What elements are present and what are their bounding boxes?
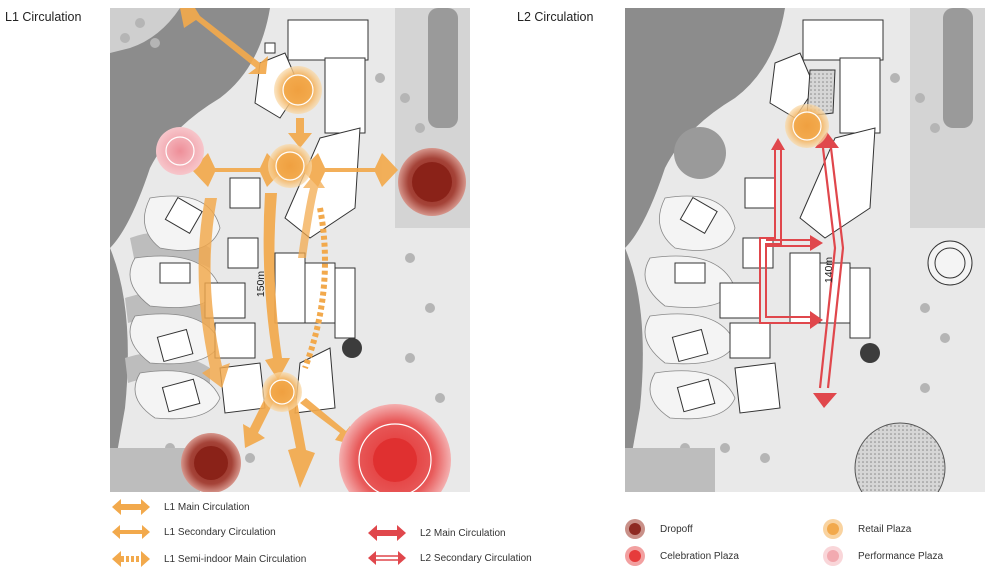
retail-circle-icon: [823, 519, 843, 539]
legend-dropoff-label: Dropoff: [660, 523, 693, 535]
l2-dimension-label: 140m: [823, 256, 836, 284]
water-area: [110, 8, 270, 248]
legend-l2-secondary: L2 Secondary Circulation: [368, 551, 532, 565]
legend-celebration-plaza: Celebration Plaza: [624, 545, 739, 567]
legend-l1-semi-indoor: L1 Semi-indoor Main Circulation: [112, 551, 306, 567]
dropoff-circle-icon: [625, 519, 645, 539]
legend-l1-semi-indoor-label: L1 Semi-indoor Main Circulation: [164, 553, 307, 565]
left-panel-title: L1 Circulation: [5, 10, 82, 24]
l1-secondary-arrow-icon: [112, 525, 150, 539]
l1-dimension-label: 150m: [255, 270, 268, 298]
retail-plaza-south: [262, 372, 302, 412]
retail-plaza-mid: [268, 144, 312, 188]
right-panel-title: L2 Circulation: [517, 10, 594, 24]
retail-plaza-north: [274, 66, 322, 114]
legend-retail-plaza-label: Retail Plaza: [858, 523, 912, 535]
legend-l1-secondary-label: L1 Secondary Circulation: [164, 526, 276, 538]
legend-l1-main: L1 Main Circulation: [112, 499, 250, 515]
l1-site-plan: [110, 8, 470, 492]
legend-l2-secondary-label: L2 Secondary Circulation: [420, 552, 532, 564]
l2-secondary-arrow-icon: [368, 551, 406, 565]
l1-semi-indoor-arrow-icon: [112, 551, 150, 567]
legend-l1-secondary: L1 Secondary Circulation: [112, 525, 276, 539]
l2-retail-plaza: [785, 104, 829, 148]
legend-l1-main-label: L1 Main Circulation: [164, 501, 250, 513]
legend-dropoff: Dropoff: [624, 518, 693, 540]
celebration-circle-icon: [625, 546, 645, 566]
legend-l2-main-label: L2 Main Circulation: [420, 527, 506, 539]
legend-retail-plaza: Retail Plaza: [822, 518, 911, 540]
legend-performance-plaza-label: Performance Plaza: [858, 550, 944, 562]
legend-l2-main: L2 Main Circulation: [368, 525, 506, 541]
l1-main-arrow-icon: [112, 499, 150, 515]
performance-plaza: [156, 127, 204, 175]
l2-main-arrow-icon: [368, 525, 406, 541]
l2-site-plan: [625, 8, 985, 492]
legend-celebration-plaza-label: Celebration Plaza: [660, 550, 739, 562]
performance-circle-icon: [823, 546, 843, 566]
legend-performance-plaza: Performance Plaza: [822, 545, 943, 567]
